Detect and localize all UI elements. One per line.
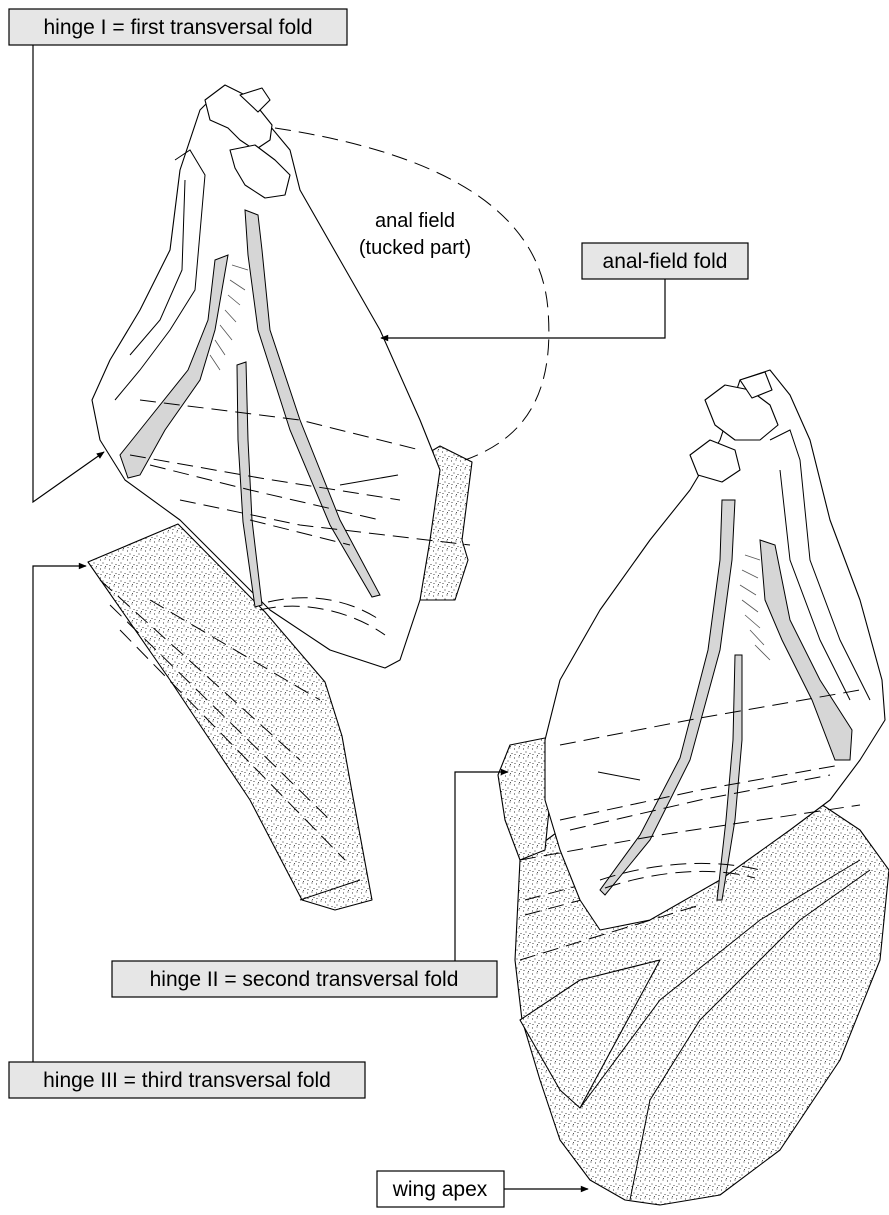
label-anal-field-line1: anal field — [375, 210, 455, 232]
label-hinge-ii-text: hinge II = second transversal fold — [150, 968, 459, 991]
label-anal-field: anal field (tucked part) — [359, 210, 471, 259]
label-hinge-i-text: hinge I = first transversal fold — [43, 16, 312, 39]
label-anal-field-line2: (tucked part) — [359, 237, 471, 259]
label-hinge-iii-text: hinge III = third transversal fold — [43, 1069, 331, 1092]
label-wing-apex: wing apex — [377, 1171, 588, 1207]
label-wing-apex-text: wing apex — [392, 1178, 488, 1201]
right-folded-wing — [498, 370, 889, 1205]
label-anal-field-fold-text: anal-field fold — [603, 250, 728, 273]
left-folded-wing — [88, 85, 549, 910]
